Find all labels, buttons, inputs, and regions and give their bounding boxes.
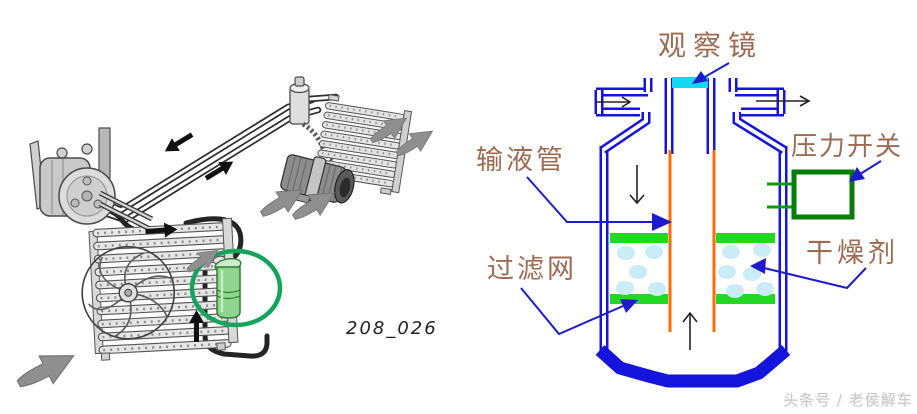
sight-glass-label: 观察镜 — [658, 29, 764, 62]
switch-connectors — [767, 182, 794, 209]
filter-screen-bar — [716, 233, 775, 243]
filter-screen-bar — [610, 294, 668, 304]
flow-arrow — [145, 222, 178, 238]
airflow-arrow — [260, 189, 304, 217]
sight-glass — [672, 77, 708, 88]
pressure-switch — [767, 169, 855, 220]
leader-arrowhead — [620, 299, 638, 313]
airflow-arrows — [16, 117, 434, 388]
receiver-drier-highlight — [189, 248, 283, 328]
compressor — [29, 127, 154, 231]
center-tube — [668, 150, 716, 332]
desiccant-beads — [616, 243, 774, 298]
leader-arrowhead — [849, 167, 865, 182]
filter-screen-bars — [610, 233, 775, 304]
condenser — [81, 217, 239, 361]
vessel-outline — [594, 78, 791, 388]
filter-screen-bar — [716, 294, 775, 304]
airflow-arrow — [16, 355, 75, 388]
pressure-switch-box — [791, 169, 855, 220]
filter-screen-bar — [610, 233, 668, 243]
leader-arrowhead — [692, 71, 708, 84]
condenser-tubes — [92, 222, 232, 355]
flow-arrows — [145, 132, 234, 342]
watermark-text: 头条号 / 老侯解车 — [783, 391, 913, 409]
liquid-pipe-label: 输液管 — [476, 145, 566, 176]
pressure-switch-label: 压力开关 — [791, 132, 904, 162]
flow-arrow — [189, 310, 204, 342]
desiccant-label: 干燥剂 — [806, 238, 899, 269]
vessel-bottom — [595, 345, 791, 388]
expansion-valve — [289, 76, 335, 164]
ac-circuit-illustration — [16, 76, 434, 388]
receiver-drier — [212, 255, 242, 319]
figure-number: 208_026 — [346, 318, 438, 339]
label-leaders — [520, 62, 882, 336]
flow-arrow — [164, 132, 194, 152]
flow-arrow — [204, 161, 234, 181]
evaporator — [314, 94, 413, 195]
leader-arrowhead — [652, 213, 672, 231]
flow-direction-arrows — [597, 95, 811, 350]
airflow-arrow — [292, 192, 336, 220]
receiver-drier-cross-section — [520, 62, 882, 388]
leader-arrowhead — [750, 258, 766, 274]
filter-screen-label: 过滤网 — [487, 254, 577, 285]
airflow-arrow — [186, 249, 219, 273]
highlight-circle — [189, 248, 283, 328]
airflow-arrow — [395, 130, 434, 157]
cooling-fan — [81, 245, 176, 340]
airflow-arrow — [369, 117, 408, 144]
